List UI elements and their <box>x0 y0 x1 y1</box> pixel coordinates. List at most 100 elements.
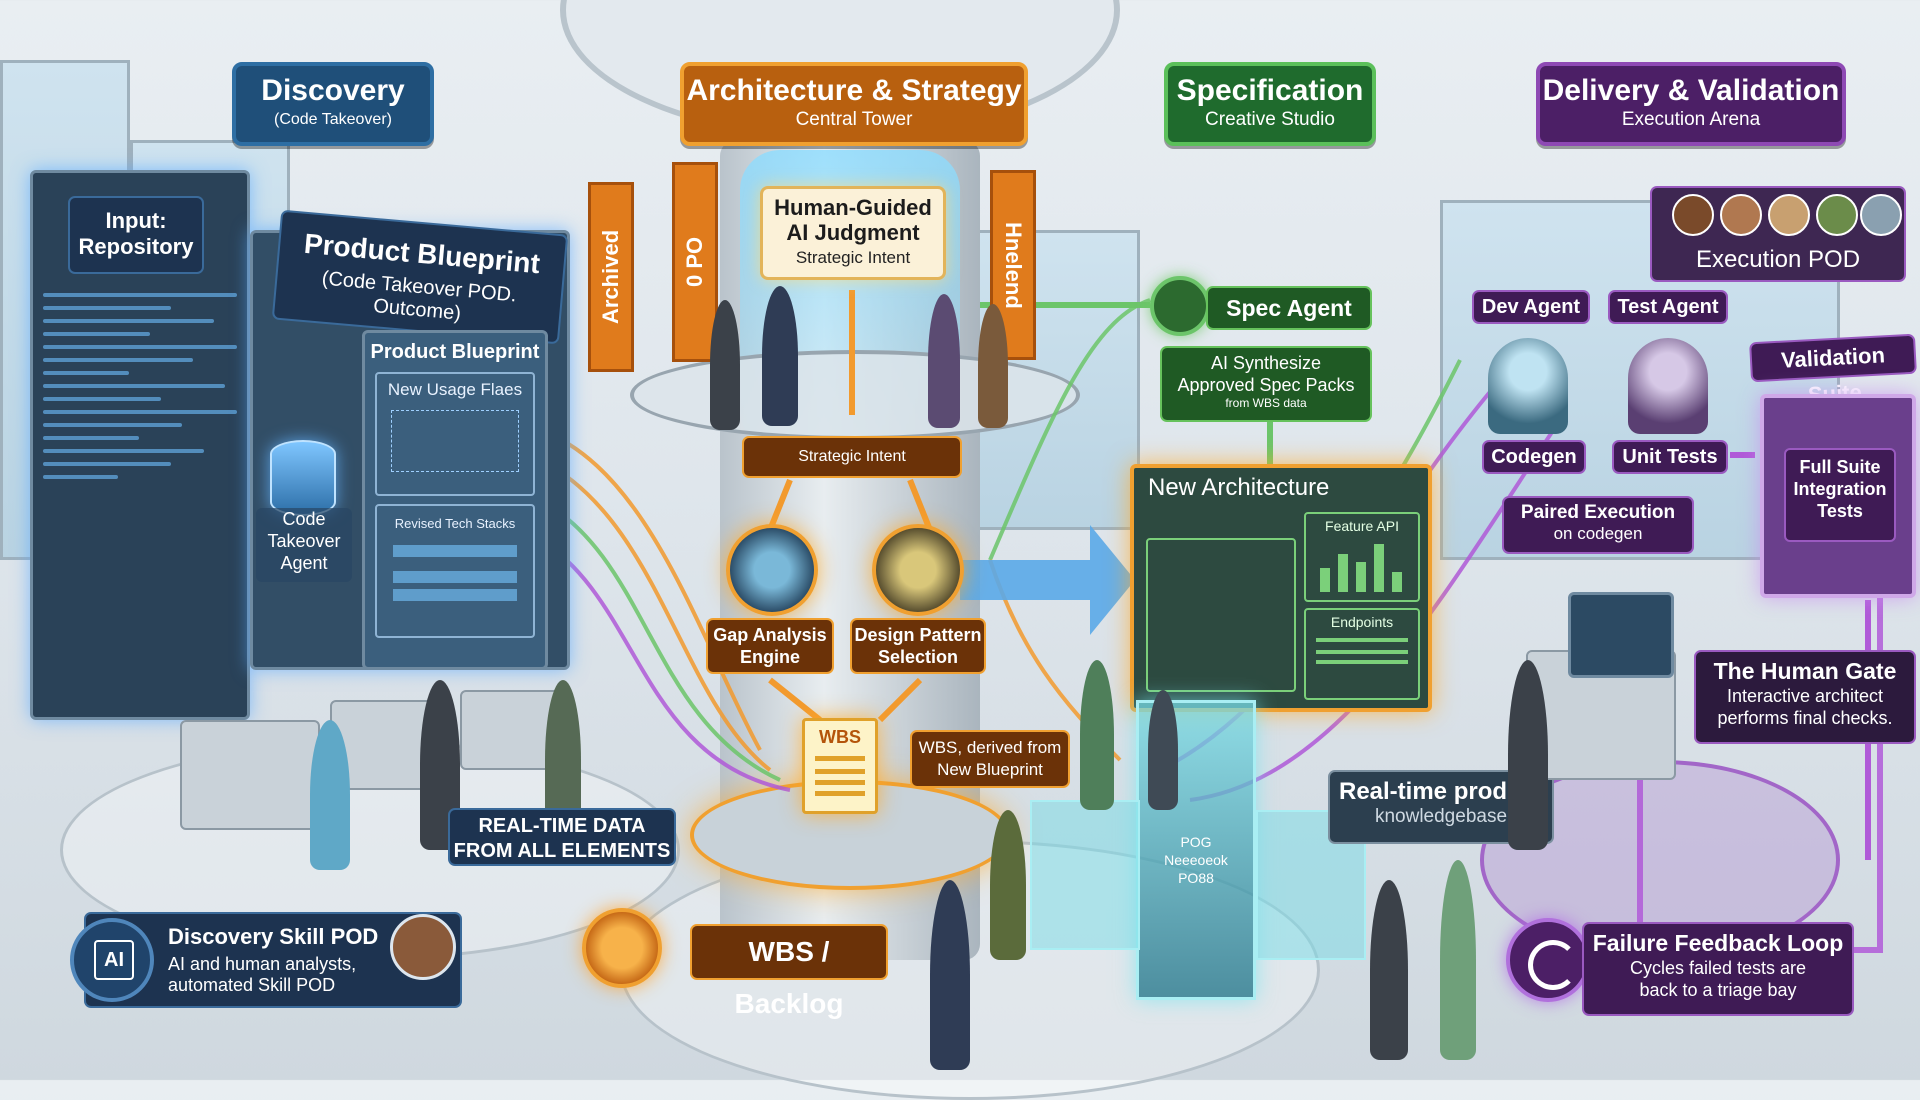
stage-delivery-title: Delivery & Validation <box>1542 74 1840 107</box>
pod-avatar-1 <box>1672 194 1714 236</box>
unit-tests-label: Unit Tests <box>1612 440 1728 474</box>
arrow-gap-wbs <box>768 677 822 723</box>
architect-person-4 <box>978 304 1008 428</box>
full-suite-label: Full Suite Integration Tests <box>1784 448 1896 542</box>
knowledge-sub: knowledgebase <box>1374 806 1508 827</box>
feature-api-panel: Feature API <box>1304 512 1420 602</box>
test-agent-label: Test Agent <box>1608 290 1728 324</box>
wbs-backlog-label: WBS / Backlog <box>690 924 888 1019</box>
paired-execution-card: Paired Execution on codegen <box>1502 496 1694 554</box>
inner-blueprint-title: Product Blueprint <box>370 341 540 363</box>
paired-sub: on codegen <box>1553 524 1643 543</box>
big-arrow-to-architecture <box>960 525 1135 635</box>
stage-specification-subtitle: Creative Studio <box>1205 109 1335 130</box>
spec-person-6 <box>1440 860 1476 1060</box>
dev-robot-icon <box>1488 338 1568 434</box>
stage-delivery-subtitle: Execution Arena <box>1621 109 1761 130</box>
arrow-design-wbs <box>877 677 923 723</box>
new-architecture-title: New Architecture <box>1148 474 1330 501</box>
spec-agent-label: Spec Agent <box>1206 286 1372 330</box>
flow-green-2 <box>988 298 1151 561</box>
skill-pod-title: Discovery Skill POD <box>168 924 379 949</box>
architecture-diagram-panel <box>1146 538 1296 692</box>
codegen-label: Codegen <box>1482 440 1586 474</box>
realtime-data-label: REAL-TIME DATA FROM ALL ELEMENTS <box>448 808 676 866</box>
stage-specification: Specification Creative Studio <box>1164 62 1376 146</box>
stage-architecture-subtitle: Central Tower <box>795 109 913 130</box>
skill-pod-desc: AI and human analysts, automated Skill P… <box>168 954 357 995</box>
flow-orange-1 <box>539 428 762 751</box>
stage-specification-title: Specification <box>1176 74 1364 107</box>
analyst-avatar <box>390 914 456 980</box>
synth-title: AI Synthesize Approved Spec Packs <box>1177 353 1355 395</box>
robot-analyst <box>310 720 350 870</box>
flow-purple-1 <box>538 538 791 792</box>
test-robot-icon <box>1628 338 1708 434</box>
ai-badge-text: AI <box>94 940 134 980</box>
design-pattern-label: Design Pattern Selection <box>850 618 986 674</box>
arrow-intent-right <box>907 478 933 532</box>
feedback-loop-icon <box>1506 918 1590 1002</box>
endpoints-label: Endpoints <box>1330 614 1394 630</box>
gap-analysis-engine-label: Gap Analysis Engine <box>706 618 834 674</box>
failure-feedback-card: Failure Feedback Loop Cycles failed test… <box>1582 922 1854 1016</box>
blueprint-inner-panel: Product Blueprint New Usage Flaes Revise… <box>362 330 548 670</box>
human-gate-card: The Human Gate Interactive architect per… <box>1694 650 1916 744</box>
spec-person-1 <box>1080 660 1114 810</box>
tower-text: POG Neeeoeok PO88 <box>1164 834 1228 886</box>
failure-desc: Cycles failed tests are back to a triage… <box>1629 958 1807 1000</box>
architect-person-2 <box>762 286 798 426</box>
human-gate-desc: Interactive architect performs final che… <box>1717 686 1893 728</box>
judgment-subtitle: Strategic Intent <box>795 248 911 267</box>
strategic-intent-label: Strategic Intent <box>742 436 962 478</box>
synth-sub: from WBS data <box>1225 396 1307 410</box>
stage-discovery: Discovery (Code Takeover) <box>232 62 434 146</box>
wbs-doc-title: WBS <box>819 727 861 747</box>
pod-avatar-4 <box>1816 194 1858 236</box>
pod-avatar-5 <box>1860 194 1902 236</box>
ai-synthesize-card: AI Synthesize Approved Spec Packs from W… <box>1160 346 1372 422</box>
endpoints-panel: Endpoints <box>1304 608 1420 700</box>
usage-flows-label: New Usage Flaes <box>387 380 523 399</box>
new-architecture-screen: New Architecture Feature API Endpoints <box>1130 464 1432 712</box>
feature-api-label: Feature API <box>1325 518 1399 534</box>
gate-screen <box>1568 592 1674 678</box>
wbs-note-label: WBS, derived from New Blueprint <box>910 730 1070 788</box>
spec-person-3 <box>930 880 970 1070</box>
pod-avatar-3 <box>1768 194 1810 236</box>
input-repository-label: Input: Repository <box>68 196 204 274</box>
wbs-backlog-icon <box>582 908 662 988</box>
stage-discovery-subtitle: (Code Takeover) <box>274 111 392 128</box>
architect-person-1 <box>710 300 740 430</box>
tech-stacks-panel: Revised Tech Stacks <box>375 504 535 638</box>
validation-screen: Full Suite Integration Tests <box>1760 394 1916 598</box>
stage-architecture-title: Architecture & Strategy <box>686 74 1022 107</box>
dev-agent-label: Dev Agent <box>1472 290 1590 324</box>
pod-avatar-2 <box>1720 194 1762 236</box>
tech-stacks-label: Revised Tech Stacks <box>394 516 516 531</box>
discovery-desk-1 <box>180 720 320 830</box>
database-icon <box>270 440 336 516</box>
banner-archived: Archived <box>588 182 634 372</box>
human-gate-title: The Human Gate <box>1713 658 1897 684</box>
flow-purple-4 <box>1637 590 1883 953</box>
architect-at-gate <box>1508 660 1548 850</box>
architect-person-3 <box>928 294 960 428</box>
spec-agent-chip-icon <box>1150 276 1210 336</box>
code-takeover-agent-label: Code Takeover Agent <box>256 508 352 582</box>
stage-architecture: Architecture & Strategy Central Tower <box>680 62 1028 146</box>
spec-person-2 <box>1148 690 1178 810</box>
usage-flows-panel: New Usage Flaes <box>375 372 535 496</box>
gap-robot-icon <box>726 524 818 616</box>
wbs-document: WBS <box>802 718 878 814</box>
judgment-card: Human-Guided AI Judgment Strategic Inten… <box>760 186 946 280</box>
arrow-intent-left <box>767 478 793 532</box>
paired-title: Paired Execution <box>1520 502 1676 523</box>
stage-delivery: Delivery & Validation Execution Arena <box>1536 62 1846 146</box>
spec-person-5 <box>1370 880 1408 1060</box>
human-gate-terminal <box>1526 592 1676 780</box>
flow-green-1 <box>539 498 781 782</box>
spec-person-4 <box>990 810 1026 960</box>
stage-discovery-title: Discovery <box>261 74 405 107</box>
knowledge-side-screen-left <box>1030 800 1140 950</box>
